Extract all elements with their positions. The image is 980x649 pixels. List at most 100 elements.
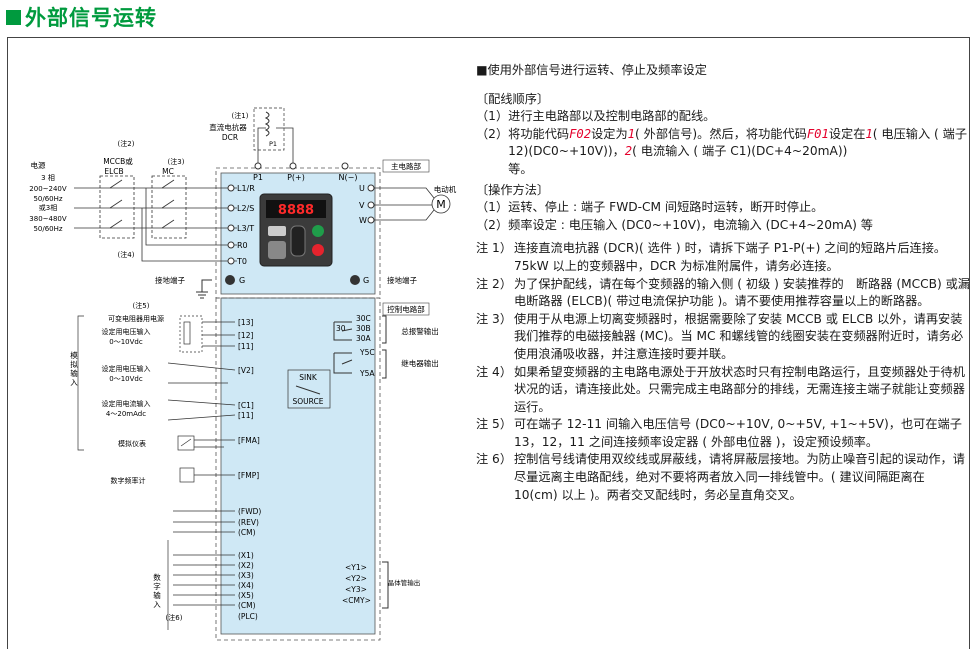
note-3: 注 3）使用于从电源上切离变频器时，根据需要除了安装 MCCB 或 ELCB 以… bbox=[476, 311, 964, 361]
svg-text:30A: 30A bbox=[356, 334, 372, 343]
svg-text:M: M bbox=[436, 198, 446, 211]
svg-text:[FMA]: [FMA] bbox=[238, 436, 260, 445]
svg-text:DCR: DCR bbox=[222, 133, 238, 142]
svg-text:380~480V: 380~480V bbox=[29, 215, 67, 223]
svg-text:或3相: 或3相 bbox=[39, 203, 57, 212]
svg-text:设定用电流输入: 设定用电流输入 bbox=[102, 399, 151, 408]
operation-step-1: （1）运转、停止 : 端子 FWD-CM 间短路时运转，断开时停止。 bbox=[476, 200, 824, 215]
svg-text:200~240V: 200~240V bbox=[29, 185, 67, 193]
svg-text:G: G bbox=[363, 276, 369, 285]
note-5: 注 5）可在端子 12-11 间输入电压信号 (DC0~+10V, 0~+5V,… bbox=[476, 417, 962, 449]
svg-text:ELCB: ELCB bbox=[104, 167, 123, 176]
svg-text:[11]: [11] bbox=[238, 342, 253, 351]
wiring-step-1: （1）进行主电路部以及控制电路部的配线。 bbox=[476, 109, 716, 124]
svg-text:P(+): P(+) bbox=[287, 173, 305, 182]
relay-outputs: 30C 30B 30A 30 Y5C Y5A 总报警输出 继电器输出 bbox=[333, 314, 439, 379]
svg-text:MCCB或: MCCB或 bbox=[103, 156, 133, 166]
svg-text:电动机: 电动机 bbox=[434, 184, 457, 194]
svg-text:设定用电压输入: 设定用电压输入 bbox=[102, 327, 151, 336]
svg-text:模: 模 bbox=[70, 350, 78, 360]
sink-source-switch: SINK SOURCE bbox=[287, 369, 331, 409]
svg-text:直流电抗器: 直流电抗器 bbox=[209, 122, 247, 132]
svg-text:[12]: [12] bbox=[238, 331, 253, 340]
svg-text:Y5C: Y5C bbox=[359, 348, 375, 357]
svg-text:[C1]: [C1] bbox=[238, 401, 254, 410]
input-terminals: L1/R L2/S L3/T R0 T0 G bbox=[225, 184, 255, 285]
svg-text:拟: 拟 bbox=[70, 359, 78, 369]
svg-text:<CMY>: <CMY> bbox=[342, 596, 371, 605]
control-terminals: [13] [12] [11] [V2] [C1] [11] [FMA] [FMP… bbox=[238, 318, 261, 621]
svg-text:P1: P1 bbox=[269, 140, 277, 148]
svg-text:[FMP]: [FMP] bbox=[238, 471, 259, 480]
svg-text:30B: 30B bbox=[356, 324, 371, 333]
svg-text:(X1): (X1) bbox=[238, 551, 254, 560]
operation-title: 〔操作方法〕 bbox=[476, 182, 550, 197]
svg-text:输: 输 bbox=[153, 590, 161, 600]
svg-text:(注2): (注2) bbox=[118, 139, 135, 148]
svg-text:模拟仪表: 模拟仪表 bbox=[118, 439, 146, 448]
svg-text:电源: 电源 bbox=[31, 160, 46, 170]
svg-text:G: G bbox=[239, 276, 245, 285]
svg-text:50/60Hz: 50/60Hz bbox=[33, 195, 62, 203]
svg-text:(注6): (注6) bbox=[166, 613, 183, 622]
svg-text:L2/S: L2/S bbox=[237, 204, 254, 213]
svg-text:MC: MC bbox=[162, 167, 174, 176]
svg-text:输: 输 bbox=[70, 368, 78, 378]
svg-text:入: 入 bbox=[70, 378, 78, 387]
dc-terminals: P1 P(+) N(−) bbox=[253, 162, 358, 182]
svg-text:Y5A: Y5A bbox=[359, 369, 375, 378]
svg-text:(PLC): (PLC) bbox=[238, 612, 258, 621]
svg-text:字: 字 bbox=[153, 581, 161, 591]
control-circuit-panel bbox=[220, 297, 376, 635]
note-4: 注 4）如果希望变频器的主电路电源处于开放状态时只有控制电路运行，且变频器处于待… bbox=[476, 364, 965, 414]
svg-text:0～10Vdc: 0～10Vdc bbox=[109, 375, 143, 383]
svg-text:(注4): (注4) bbox=[118, 250, 135, 259]
svg-text:(FWD): (FWD) bbox=[238, 507, 261, 516]
svg-text:(X4): (X4) bbox=[238, 581, 254, 590]
svg-text:(REV): (REV) bbox=[238, 518, 259, 527]
svg-text:继电器输出: 继电器输出 bbox=[401, 358, 439, 368]
svg-text:SOURCE: SOURCE bbox=[293, 397, 324, 406]
svg-text:[V2]: [V2] bbox=[238, 366, 254, 375]
svg-text:N(−): N(−) bbox=[339, 173, 358, 182]
svg-text:50/60Hz: 50/60Hz bbox=[33, 225, 62, 233]
wiring-step-2: （2） 将功能代码F02设定为1( 外部信号)。然后，将功能代码F01设定在1(… bbox=[476, 126, 968, 176]
note-1: 注 1）连接直流电抗器 (DCR)( 选件 ) 时，请拆下端子 P1-P(+) … bbox=[476, 241, 947, 273]
svg-text:P1: P1 bbox=[253, 173, 263, 182]
svg-text:<Y3>: <Y3> bbox=[345, 585, 367, 594]
svg-text:V: V bbox=[359, 201, 365, 210]
svg-text:U: U bbox=[359, 184, 365, 193]
svg-text:4～20mAdc: 4～20mAdc bbox=[106, 410, 146, 418]
title-square-icon bbox=[6, 9, 21, 25]
svg-text:(X3): (X3) bbox=[238, 571, 254, 580]
keypad: 8888 bbox=[259, 193, 333, 267]
svg-text:可变电阻器用电源: 可变电阻器用电源 bbox=[108, 314, 164, 323]
wiring-diagram: 8888 主电路部 控制电路部 P1 P(+) N(−) P1 (注1) 直流电… bbox=[29, 107, 457, 641]
operation-step-2: （2）频率设定 : 电压输入 (DC0~+10V)，电流输入 (DC+4~20m… bbox=[476, 217, 873, 232]
svg-text:接地端子: 接地端子 bbox=[155, 275, 185, 285]
svg-text:[13]: [13] bbox=[238, 318, 253, 327]
svg-text:<Y2>: <Y2> bbox=[345, 574, 367, 583]
page-title: 外部信号运转 bbox=[6, 2, 157, 32]
svg-text:(CM): (CM) bbox=[238, 528, 256, 537]
instructions: ■使用外部信号进行运转、停止及频率设定 〔配线顺序〕 （1）进行主电路部以及控制… bbox=[476, 62, 970, 504]
note-2: 注 2）为了保护配线，请在每个变频器的输入侧 ( 初级 ) 安装推荐的 断路器 … bbox=[476, 276, 970, 309]
svg-text:(X5): (X5) bbox=[238, 591, 254, 600]
svg-text:L1/R: L1/R bbox=[237, 184, 255, 193]
svg-text:30: 30 bbox=[336, 324, 346, 333]
svg-text:<Y1>: <Y1> bbox=[345, 563, 367, 572]
main-circuit-label: 主电路部 bbox=[391, 161, 421, 171]
svg-text:30C: 30C bbox=[356, 314, 371, 323]
svg-text:3 相: 3 相 bbox=[41, 173, 55, 182]
transistor-outputs: <Y1> <Y2> <Y3> <CMY> 晶体管输出 bbox=[342, 561, 420, 609]
svg-text:(CM): (CM) bbox=[238, 601, 256, 610]
svg-text:数字频率计: 数字频率计 bbox=[111, 476, 146, 485]
svg-text:0～10Vdc: 0～10Vdc bbox=[109, 338, 143, 346]
svg-text:(X2): (X2) bbox=[238, 561, 254, 570]
svg-text:L3/T: L3/T bbox=[237, 224, 254, 233]
control-circuit-label: 控制电路部 bbox=[387, 304, 425, 314]
svg-text:R0: R0 bbox=[237, 241, 248, 250]
svg-text:(注1): (注1) bbox=[232, 111, 249, 120]
